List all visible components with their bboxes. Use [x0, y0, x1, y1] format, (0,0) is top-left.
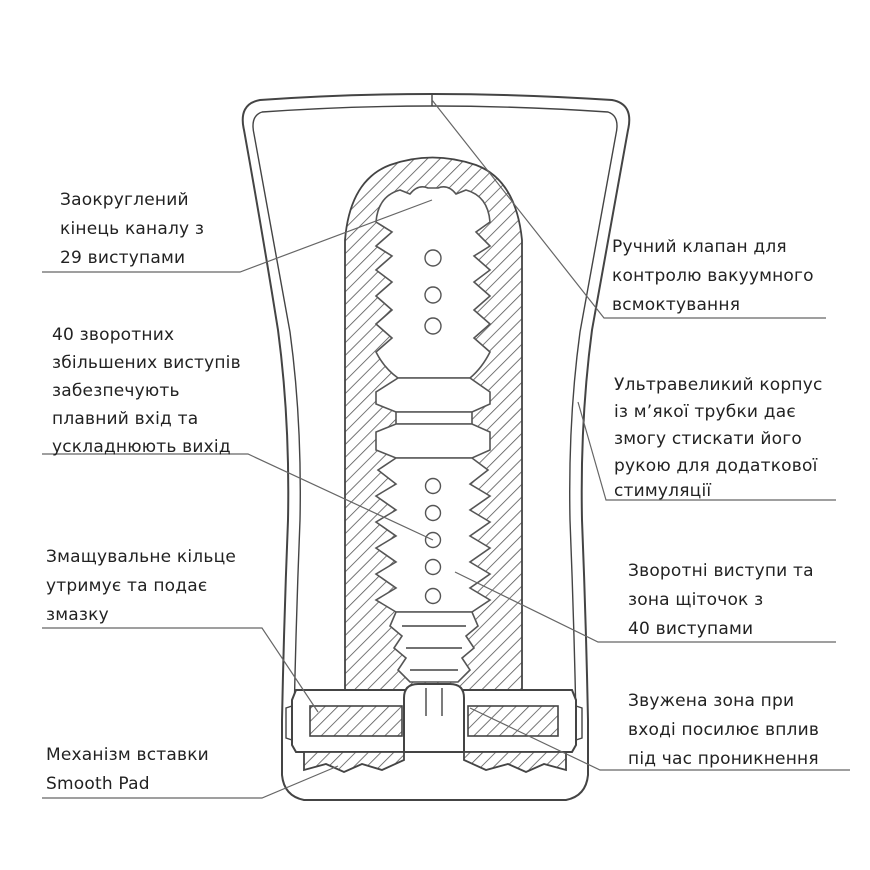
leader-soft-body	[577, 401, 836, 501]
tip-hole-2	[424, 286, 442, 304]
bump-hole-1	[424, 477, 442, 495]
leader-valve	[431, 99, 826, 319]
leader-smooth-pad	[42, 765, 339, 799]
label-reverse-bumps: 40 зворотних збільшених виступів забезпе…	[52, 325, 246, 457]
label-smooth-pad: Механізм вставки Smooth Pad	[46, 745, 215, 794]
smooth-pad	[303, 751, 405, 773]
wide-rib-3	[375, 423, 491, 459]
wide-rib-1	[375, 377, 491, 413]
bump-hole-5	[424, 587, 442, 605]
tip-hole-3	[424, 317, 442, 335]
channel-tip	[374, 186, 492, 379]
label-narrow-entry: Звужена зона при вході посилює вплив під…	[628, 691, 825, 769]
leader-lube-ring	[42, 627, 319, 713]
leader-brush-zone	[454, 571, 836, 643]
bump-hole-2	[424, 504, 442, 522]
bump-hole-4	[424, 558, 442, 576]
label-lube-ring: Змащувальне кільце утримує та подає змаз…	[46, 547, 242, 625]
leader-rounded-end	[42, 199, 433, 273]
smooth-pad-right	[463, 751, 567, 773]
entry-opening	[403, 683, 465, 753]
outer-tube-inner-edge	[261, 105, 618, 721]
lube-ring-right	[467, 705, 559, 737]
brush-zone-channel	[389, 611, 479, 683]
label-valve: Ручний клапан для контролю вакуумного вс…	[612, 237, 819, 315]
label-soft-body: Ультравеликий корпус із м’якої трубки да…	[614, 375, 828, 501]
lube-ring-left	[309, 705, 403, 737]
leader-reverse-bumps	[42, 453, 434, 541]
tip-hole-1	[424, 249, 442, 267]
leader-narrow-entry	[469, 707, 850, 771]
label-rounded-end: Заокруглений кінець каналу з 29 виступам…	[60, 190, 210, 268]
outer-tube-inner-edge-left	[252, 111, 301, 721]
label-brush-zone: Зворотні виступи та зона щіточок з 40 ви…	[628, 561, 819, 639]
wide-rib-2	[395, 411, 473, 425]
